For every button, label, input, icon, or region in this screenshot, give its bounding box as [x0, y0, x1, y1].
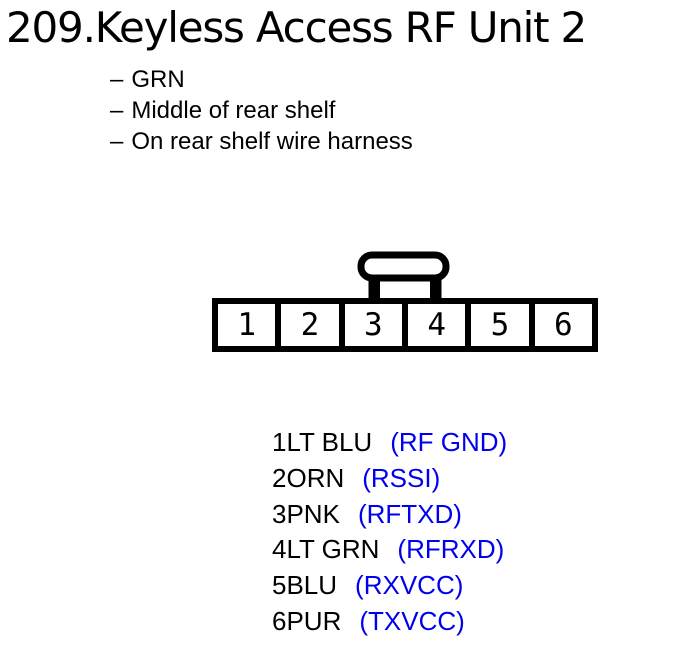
wire-color: LT GRN — [286, 534, 380, 565]
wire-color: LT BLU — [286, 427, 373, 457]
note-text: GRN — [131, 66, 185, 93]
note-dash: – — [110, 66, 124, 93]
pinout-row: 1LT BLU (RF GND) — [272, 425, 507, 461]
pin-number: 6 — [272, 605, 287, 636]
connector-pin-cell-3: 3 — [345, 304, 408, 346]
connector-pin-cell-5: 5 — [471, 304, 535, 346]
pinout-row: 5BLU (RXVCC) — [272, 568, 507, 604]
wire-color: PNK — [286, 498, 340, 529]
note-item: –GRN — [110, 64, 413, 95]
pinout-row: 4LT GRN (RFRXD) — [272, 532, 507, 568]
pin-number: 2 — [272, 462, 287, 493]
note-text: Middle of rear shelf — [131, 97, 336, 124]
connector-pin-number: 1 — [237, 307, 256, 343]
note-text: On rear shelf wire harness — [131, 128, 413, 155]
pin-number: 1 — [272, 427, 287, 457]
pinout-row: 2ORN (RSSI) — [272, 461, 507, 497]
pin-number: 4 — [272, 534, 287, 565]
wire-color: PUR — [286, 605, 342, 636]
signal-name: (TXVCC) — [359, 605, 465, 636]
connector-pin-cell-1: 1 — [218, 304, 282, 346]
note-dash: – — [110, 97, 124, 124]
connector-body: 1 2 3 4 5 6 — [212, 298, 598, 352]
pinout-row: 6PUR (TXVCC) — [272, 604, 507, 640]
note-item: –Middle of rear shelf — [110, 95, 413, 126]
lock-tab-left-leg — [368, 276, 380, 302]
wire-color: ORN — [286, 462, 345, 493]
lock-tab-top — [357, 251, 450, 282]
signal-name: (RFTXD) — [357, 498, 462, 529]
signal-name: (RSSI) — [362, 462, 441, 493]
lock-tab-right-leg — [430, 276, 442, 302]
connector-pin-number: 4 — [427, 307, 446, 343]
connector-pin-number: 6 — [553, 307, 573, 343]
pin-number: 3 — [272, 498, 287, 529]
signal-name: (RXVCC) — [355, 570, 464, 601]
connector-pin-cell-4: 4 — [408, 304, 472, 346]
connector-pin-cell-6: 6 — [535, 304, 592, 346]
connector-pin-cell-2: 2 — [281, 304, 345, 346]
signal-name: (RF GND) — [390, 427, 508, 457]
connector-pin-number: 5 — [490, 307, 510, 343]
page-title: 209.Keyless Access RF Unit 2 — [6, 3, 587, 52]
note-dash: – — [110, 128, 124, 155]
pinout-row: 3PNK (RFTXD) — [272, 497, 507, 533]
connector-pin-number: 2 — [300, 307, 320, 343]
note-item: –On rear shelf wire harness — [110, 126, 413, 157]
wire-color: BLU — [286, 570, 338, 601]
pinout-list: 1LT BLU (RF GND) 2ORN (RSSI) 3PNK (RFTXD) 4… — [272, 425, 507, 640]
signal-name: (RFRXD) — [397, 534, 505, 565]
location-notes: –GRN –Middle of rear shelf –On rear shel… — [110, 64, 413, 157]
connector-pin-number: 3 — [363, 307, 383, 343]
pin-number: 5 — [272, 570, 287, 601]
